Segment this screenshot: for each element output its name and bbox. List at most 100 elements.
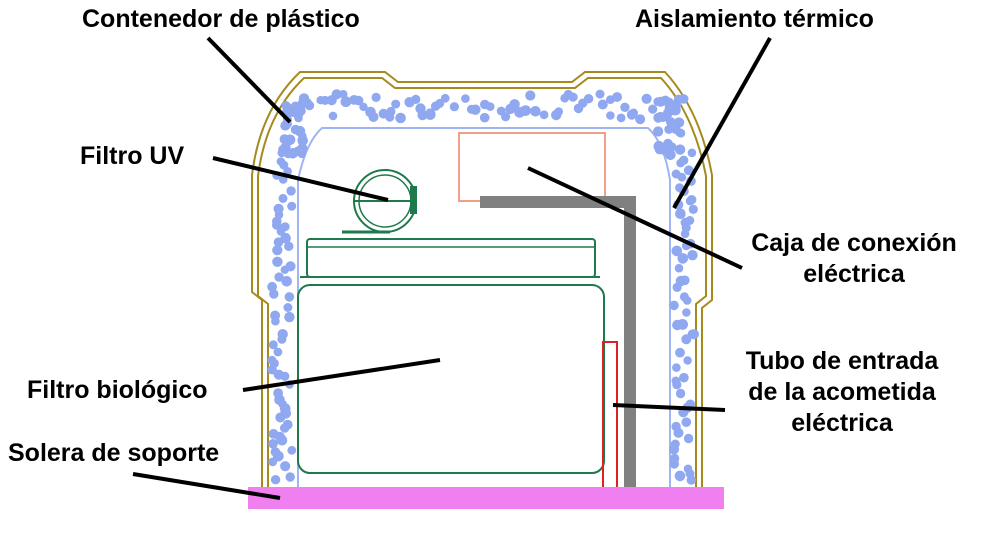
insulation-bead bbox=[281, 276, 293, 287]
insulation-bead bbox=[280, 461, 291, 472]
insulation-bead bbox=[353, 95, 364, 106]
insulation-bead bbox=[675, 388, 686, 399]
insulation-bead bbox=[672, 319, 683, 331]
leader-bio-filter bbox=[242, 358, 441, 392]
insulation-bead bbox=[671, 245, 683, 257]
leader-insulation bbox=[672, 37, 772, 209]
insulation-bead bbox=[620, 102, 630, 113]
insulation-bead bbox=[331, 89, 342, 100]
label-container: Contenedor de plástico bbox=[82, 5, 360, 33]
insulation-bead bbox=[679, 372, 689, 383]
insulation-bead bbox=[672, 363, 681, 372]
insulation-bead bbox=[525, 90, 536, 101]
insulation-bead bbox=[672, 380, 682, 390]
insulation-bead bbox=[359, 102, 368, 112]
insulation-bead bbox=[271, 316, 280, 326]
leader-inlet-tube bbox=[612, 403, 726, 412]
insulation-bead bbox=[280, 120, 291, 131]
inner-wall bbox=[297, 127, 671, 487]
label-inlet-tube-line1: Tubo de entrada bbox=[745, 347, 939, 375]
insulation-bead bbox=[681, 334, 692, 345]
plastic-container bbox=[251, 71, 713, 487]
insulation-bead bbox=[284, 311, 295, 323]
insulation-bead bbox=[674, 263, 684, 273]
insulation-bead bbox=[273, 347, 283, 357]
insulation-bead bbox=[664, 124, 674, 134]
insulation-bead bbox=[340, 96, 352, 108]
insulation-bead bbox=[284, 241, 294, 251]
label-bio-filter: Filtro biológico bbox=[27, 376, 208, 404]
insulation-bead bbox=[272, 245, 283, 256]
insulation-bead bbox=[424, 109, 436, 120]
insulation-bead bbox=[687, 250, 698, 261]
insulation-bead bbox=[668, 444, 680, 455]
insulation-bead bbox=[268, 439, 278, 449]
insulation-bead bbox=[278, 193, 288, 203]
insulation-bead bbox=[267, 281, 277, 292]
insulation-bead bbox=[672, 282, 682, 292]
insulation-bead bbox=[470, 104, 481, 115]
insulation-bead bbox=[282, 102, 292, 112]
insulation-bead bbox=[648, 104, 658, 114]
leader-junction-box bbox=[527, 166, 743, 270]
insulation-bead bbox=[653, 112, 664, 123]
insulation-bead bbox=[479, 112, 490, 123]
insulation-bead bbox=[682, 308, 691, 317]
insulation-bead bbox=[294, 114, 303, 123]
insulation-bead bbox=[485, 102, 495, 111]
insulation-bead bbox=[371, 92, 381, 102]
insulation-bead bbox=[417, 110, 428, 121]
insulation-bead bbox=[290, 103, 302, 115]
insulation-bead bbox=[280, 265, 289, 274]
insulation-bead bbox=[686, 475, 696, 485]
leader-base bbox=[132, 472, 281, 500]
insulation-bead bbox=[273, 237, 284, 247]
insulation-bead bbox=[568, 92, 578, 102]
insulation-bead bbox=[629, 108, 638, 118]
label-junction-box-line2: eléctrica bbox=[803, 260, 905, 288]
insulation-bead bbox=[287, 445, 297, 455]
electrical-inlet-tube bbox=[602, 341, 618, 489]
insulation-bead bbox=[595, 89, 605, 99]
insulation-bead bbox=[461, 94, 470, 103]
uv-filter bbox=[342, 169, 417, 234]
insulation-bead bbox=[676, 158, 685, 168]
insulation-bead bbox=[680, 275, 690, 286]
insulation-bead bbox=[280, 371, 290, 381]
insulation-bead bbox=[674, 144, 686, 155]
insulation-bead bbox=[674, 470, 686, 482]
insulation-bead bbox=[677, 253, 689, 264]
insulation-bead bbox=[278, 145, 287, 154]
label-inlet-tube-line2: de la acometida bbox=[748, 378, 936, 406]
insulation-bead bbox=[597, 99, 608, 110]
leader-uv-filter bbox=[212, 156, 389, 202]
leader-lines bbox=[132, 36, 772, 500]
insulation-bead bbox=[667, 142, 677, 152]
insulation-bead bbox=[287, 201, 297, 211]
insulation-bead bbox=[283, 303, 293, 312]
insulation-bead bbox=[284, 134, 296, 146]
insulation-bead bbox=[284, 292, 295, 302]
insulation-bead bbox=[669, 300, 679, 311]
insulation-bead bbox=[681, 417, 692, 428]
insulation-bead bbox=[676, 128, 686, 138]
insulation-bead bbox=[685, 196, 695, 206]
insulation-bead bbox=[665, 117, 676, 127]
insulation-bead bbox=[520, 105, 531, 116]
insulation-bead bbox=[675, 208, 686, 220]
insulation-bead bbox=[339, 90, 348, 99]
insulation-bead bbox=[272, 256, 283, 267]
insulation-bead bbox=[368, 112, 379, 122]
insulation-bead bbox=[674, 117, 685, 128]
insulation-bead bbox=[606, 111, 615, 120]
biological-filter bbox=[297, 238, 605, 474]
insulation-bead bbox=[677, 172, 687, 182]
insulation-bead bbox=[680, 229, 690, 239]
insulation-bead bbox=[554, 107, 563, 116]
insulation-bead bbox=[501, 112, 511, 122]
insulation-bead bbox=[395, 112, 406, 124]
insulation-bead bbox=[653, 126, 664, 137]
insulation-bead bbox=[391, 99, 401, 109]
insulation-bead bbox=[641, 93, 652, 104]
